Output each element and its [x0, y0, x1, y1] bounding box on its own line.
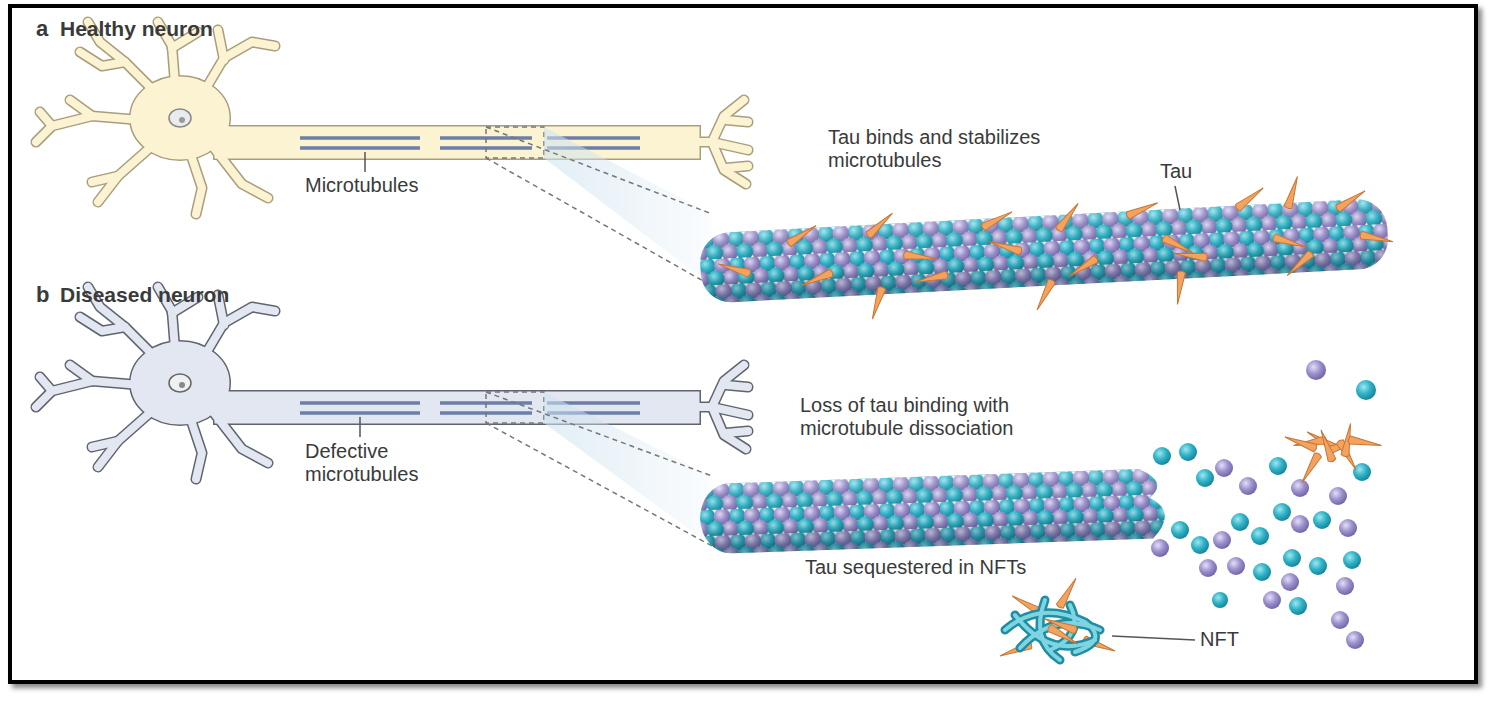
- annotation: Tau sequestered in NFTs: [805, 556, 1026, 579]
- tubulin-lattice: [699, 198, 1390, 304]
- annotation: Tau binds and stabilizes microtubules: [828, 126, 1068, 172]
- zoom-line: [486, 392, 712, 476]
- tau-spikes: [714, 170, 1397, 329]
- dendrite-outline: [36, 287, 748, 479]
- tube-shading: [699, 198, 1390, 304]
- leader-line: [1175, 186, 1180, 210]
- leader-line: [364, 152, 366, 172]
- diseased-neuron: [36, 287, 748, 546]
- zoom-line: [486, 423, 712, 546]
- defective-microtubule: [699, 468, 1166, 554]
- nucleus: [169, 109, 191, 127]
- leader-line: [1112, 636, 1195, 640]
- microtubule-lines: [300, 403, 640, 413]
- zoom-fan: [544, 392, 712, 546]
- neuron-outline: [136, 347, 694, 419]
- dendrite-fill: [36, 287, 748, 479]
- healthy-neuron: [36, 22, 748, 286]
- panel-title: Healthy neuron: [60, 17, 213, 41]
- zoom-box: [486, 392, 544, 423]
- annotation: Loss of tau binding with microtubule dis…: [800, 394, 1110, 440]
- zoom-line: [486, 158, 712, 286]
- panel-letter: a: [36, 16, 48, 41]
- tube-shading: [699, 468, 1166, 554]
- part-label: NFT: [1200, 628, 1239, 651]
- zoom-box: [486, 127, 544, 158]
- neuron-outline: [136, 82, 694, 154]
- leader-line: [359, 417, 361, 437]
- panel-title: Diseased neuron: [60, 283, 229, 307]
- zoom-fan: [544, 127, 712, 286]
- neuron-fill: [136, 82, 694, 154]
- part-label: Defective microtubules: [305, 440, 445, 486]
- neuron-fill: [136, 347, 694, 419]
- panel-letter: b: [36, 282, 49, 307]
- nucleolus: [179, 117, 185, 123]
- nucleus: [169, 374, 191, 392]
- microtubule-lines: [300, 138, 640, 148]
- tubulin-lattice: [699, 468, 1166, 554]
- dissociated-tubulin: [1151, 360, 1376, 649]
- nucleolus: [179, 382, 185, 388]
- tau-aggregate: [1284, 423, 1383, 485]
- zoom-line: [486, 127, 712, 214]
- healthy-microtubule: [697, 170, 1396, 330]
- part-label: Tau: [1160, 160, 1192, 183]
- part-label: Microtubules: [305, 174, 418, 197]
- neurofibrillary-tangle: [999, 576, 1117, 660]
